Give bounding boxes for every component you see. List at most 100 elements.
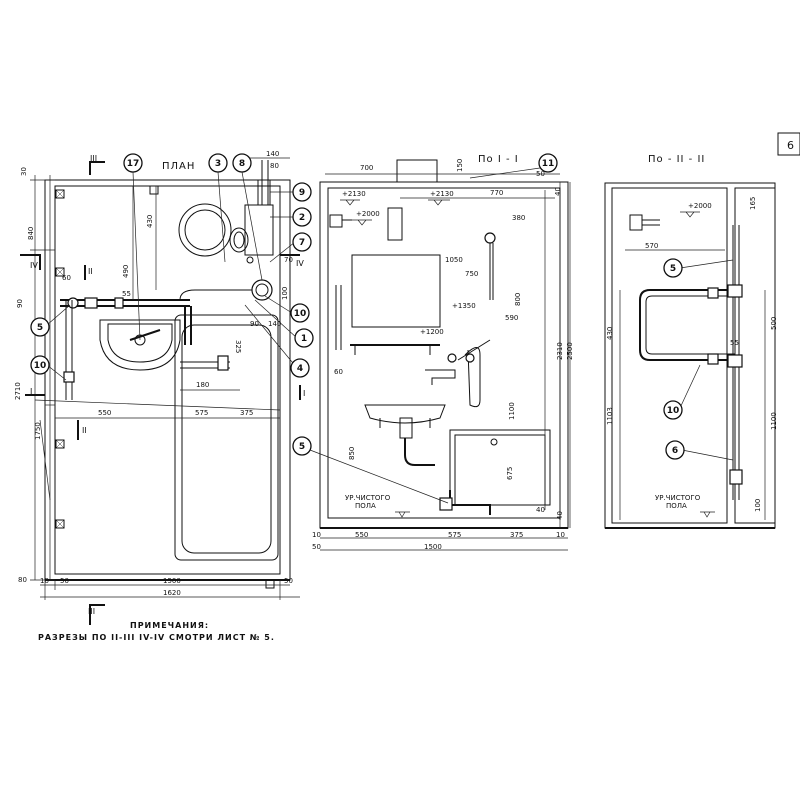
callout-2: 2 bbox=[292, 207, 312, 227]
svg-text:60: 60 bbox=[62, 274, 71, 282]
svg-text:590: 590 bbox=[505, 314, 518, 322]
svg-text:40: 40 bbox=[554, 187, 562, 196]
svg-text:50: 50 bbox=[60, 577, 69, 585]
bathtub bbox=[174, 314, 279, 561]
svg-text:I: I bbox=[303, 389, 305, 398]
plan-callouts: 17 3 8 9 2 7 10 1 4 5 10 bbox=[30, 153, 314, 378]
s1-bathtub bbox=[449, 429, 551, 506]
svg-text:2710: 2710 bbox=[14, 382, 22, 400]
callout-11: 11 bbox=[538, 153, 558, 173]
svg-text:+2130: +2130 bbox=[342, 190, 366, 198]
svg-text:1100: 1100 bbox=[770, 412, 778, 430]
svg-text:55: 55 bbox=[122, 290, 131, 298]
svg-text:165: 165 bbox=[749, 197, 757, 210]
sheet-number-box: 6 bbox=[777, 132, 800, 156]
svg-text:380: 380 bbox=[512, 214, 525, 222]
svg-text:+2130: +2130 bbox=[430, 190, 454, 198]
svg-text:180: 180 bbox=[196, 381, 209, 389]
s1-outer-wall bbox=[319, 181, 569, 529]
valve-left bbox=[67, 297, 79, 309]
svg-text:490: 490 bbox=[122, 265, 130, 278]
svg-text:150: 150 bbox=[456, 159, 464, 172]
svg-text:5: 5 bbox=[299, 442, 305, 452]
svg-text:575: 575 bbox=[195, 409, 208, 417]
svg-text:3: 3 bbox=[215, 159, 221, 169]
callout-17: 17 bbox=[123, 153, 143, 173]
svg-text:1750: 1750 bbox=[34, 422, 42, 440]
svg-text:80: 80 bbox=[18, 576, 27, 584]
svg-text:8: 8 bbox=[239, 159, 245, 169]
svg-text:550: 550 bbox=[98, 409, 111, 417]
section-1-title: По I - I bbox=[478, 154, 519, 165]
svg-text:1103: 1103 bbox=[606, 407, 614, 425]
svg-text:800: 800 bbox=[514, 293, 522, 306]
s2-towel-rail bbox=[639, 289, 735, 361]
svg-text:2310: 2310 bbox=[556, 342, 564, 360]
svg-text:УР.ЧИСТОГО: УР.ЧИСТОГО bbox=[655, 494, 701, 502]
svg-text:6: 6 bbox=[672, 446, 678, 456]
svg-text:50: 50 bbox=[312, 543, 321, 551]
section-2-callouts: 5 10 6 bbox=[663, 258, 685, 460]
svg-text:570: 570 bbox=[645, 242, 658, 250]
s1-mirror bbox=[351, 254, 441, 328]
callout-5-plan: 5 bbox=[30, 317, 50, 337]
svg-text:50: 50 bbox=[536, 170, 545, 178]
plan-outer-wall bbox=[44, 179, 291, 581]
s2-inner-wall bbox=[611, 187, 728, 524]
svg-text:IV: IV bbox=[30, 261, 38, 270]
callout-3: 3 bbox=[208, 153, 228, 173]
svg-text:I: I bbox=[30, 387, 32, 396]
callout-8: 8 bbox=[232, 153, 252, 173]
svg-text:10: 10 bbox=[294, 309, 307, 319]
svg-text:850: 850 bbox=[348, 447, 356, 460]
section-label-iii-top: III bbox=[90, 154, 97, 163]
svg-text:2500: 2500 bbox=[566, 342, 574, 360]
svg-text:90: 90 bbox=[16, 299, 24, 308]
svg-text:1500: 1500 bbox=[424, 543, 442, 551]
sheet-number: 6 bbox=[787, 139, 794, 152]
svg-text:7: 7 bbox=[299, 238, 305, 248]
plan-title: ПЛАН bbox=[162, 161, 195, 172]
svg-text:70: 70 bbox=[284, 256, 293, 264]
section-mark-iii-top bbox=[89, 161, 105, 175]
svg-text:10: 10 bbox=[40, 577, 49, 585]
svg-text:55: 55 bbox=[730, 339, 739, 347]
svg-text:II: II bbox=[82, 426, 87, 435]
plan-view: ПЛАН III bbox=[14, 150, 305, 625]
section-mark-iii-bottom bbox=[89, 604, 105, 625]
callout-10-left: 10 bbox=[30, 355, 50, 375]
callout-1: 1 bbox=[294, 328, 314, 348]
callout-10-s2: 10 bbox=[663, 400, 683, 420]
svg-text:100: 100 bbox=[281, 287, 289, 300]
svg-text:+2000: +2000 bbox=[356, 210, 380, 218]
svg-text:ПОЛА: ПОЛА bbox=[666, 502, 687, 510]
svg-text:5: 5 bbox=[37, 323, 43, 333]
svg-text:80: 80 bbox=[270, 162, 279, 170]
svg-text:500: 500 bbox=[770, 317, 778, 330]
callout-5-s2: 5 bbox=[663, 258, 683, 278]
svg-text:140: 140 bbox=[268, 320, 281, 328]
svg-text:17: 17 bbox=[127, 159, 140, 169]
svg-text:+1350: +1350 bbox=[452, 302, 476, 310]
flush-valve bbox=[229, 227, 249, 253]
svg-text:430: 430 bbox=[606, 327, 614, 340]
svg-text:40: 40 bbox=[556, 511, 564, 520]
s1-inner-wall bbox=[327, 187, 561, 519]
svg-text:840: 840 bbox=[27, 227, 35, 240]
section-2-title: По - II - II bbox=[648, 154, 705, 165]
s1-bath-tap bbox=[425, 369, 456, 385]
washbasin bbox=[99, 319, 181, 371]
callout-6-s2: 6 bbox=[665, 440, 685, 460]
svg-text:770: 770 bbox=[490, 189, 503, 197]
toilet-bowl bbox=[178, 203, 232, 257]
svg-text:1: 1 bbox=[301, 334, 307, 344]
s2-outer-wall bbox=[604, 182, 776, 529]
svg-text:140: 140 bbox=[266, 150, 279, 158]
s1-shower-head bbox=[484, 232, 496, 244]
svg-text:III: III bbox=[88, 607, 95, 616]
callout-5-s1: 5 bbox=[292, 436, 312, 456]
svg-text:30: 30 bbox=[20, 167, 28, 176]
svg-text:430: 430 bbox=[146, 215, 154, 228]
svg-text:2: 2 bbox=[299, 213, 305, 223]
svg-text:550: 550 bbox=[355, 531, 368, 539]
